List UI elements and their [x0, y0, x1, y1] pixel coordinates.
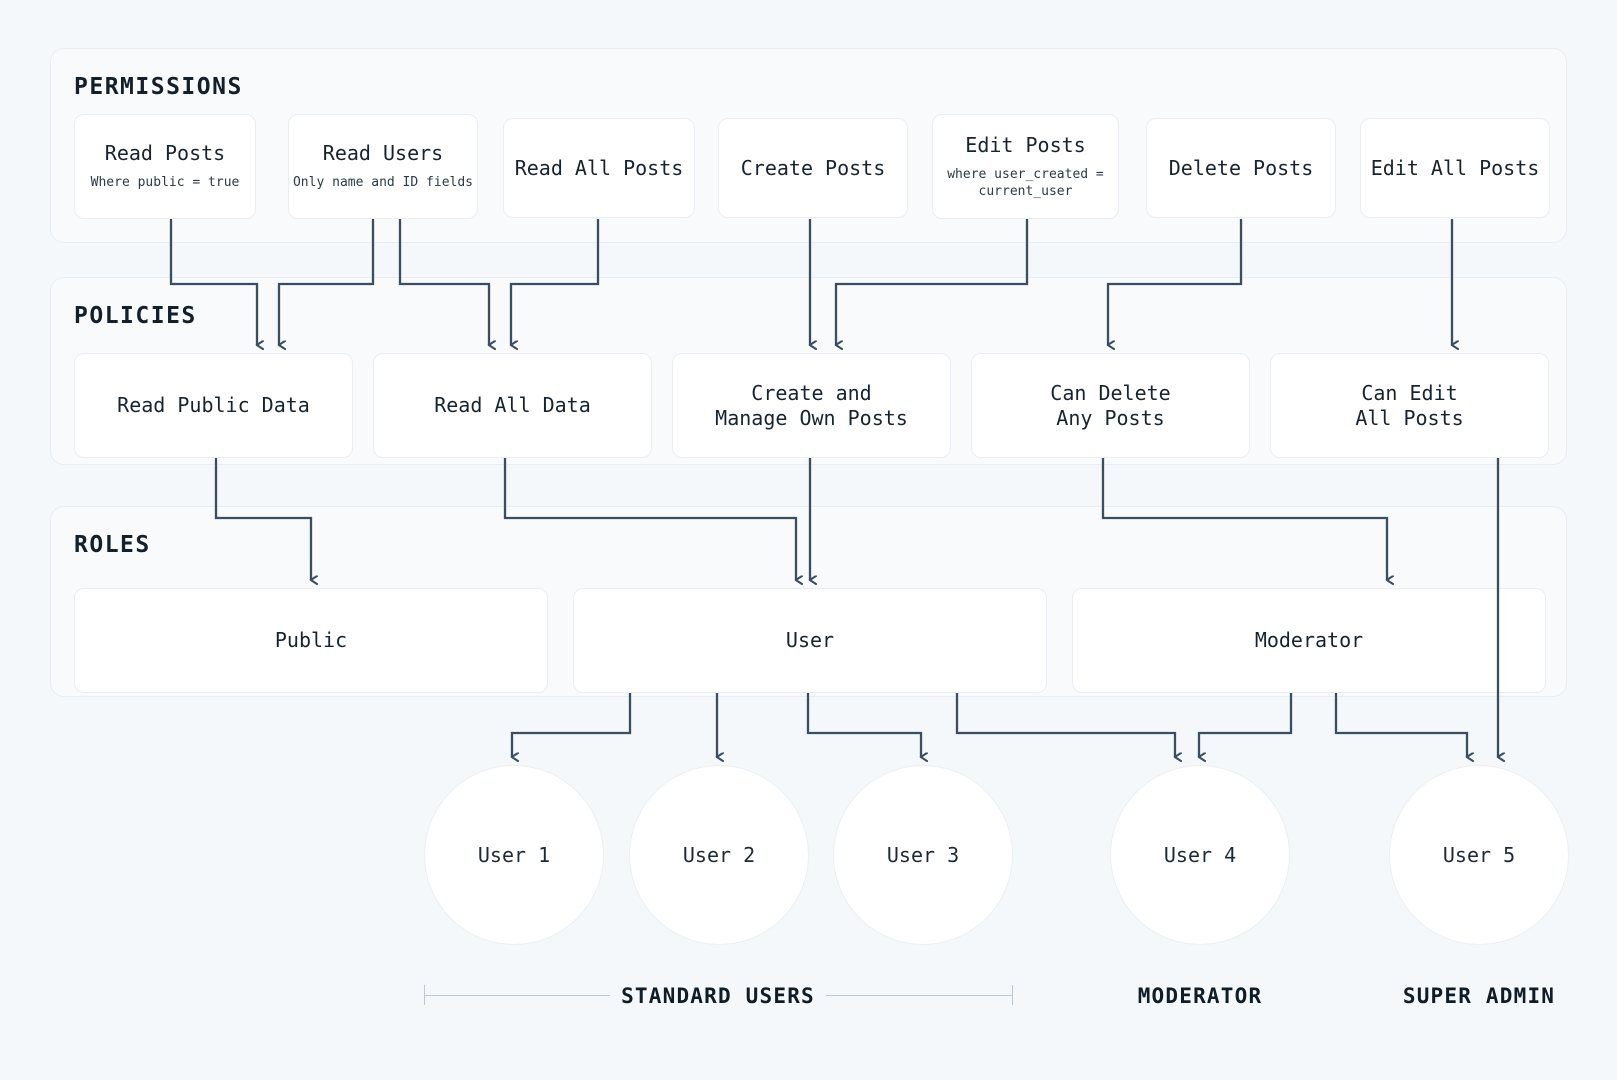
role-title: User	[785, 628, 835, 652]
policy-card[interactable]: Read Public Data	[74, 353, 353, 458]
permission-title: Delete Posts	[1168, 155, 1314, 180]
permission-card[interactable]: Edit All Posts	[1360, 118, 1550, 218]
user-avatar[interactable]: User 2	[629, 765, 809, 945]
permission-card[interactable]: Read Posts Where public = true	[74, 114, 256, 219]
policy-title: Can Edit All Posts	[1355, 380, 1464, 430]
edge-public-to-user-1	[512, 693, 632, 757]
permission-title: Read Posts	[104, 141, 226, 166]
policy-card[interactable]: Read All Data	[373, 353, 652, 458]
permission-title: Edit All Posts	[1370, 155, 1540, 180]
policy-title: Read Public Data	[117, 393, 310, 417]
edge-user-role-to-user-3	[806, 693, 921, 757]
policy-title: Read All Data	[434, 393, 591, 417]
edge-moderator-to-user-5	[1334, 693, 1467, 757]
user-avatar[interactable]: User 4	[1110, 765, 1290, 945]
permission-card[interactable]: Create Posts	[718, 118, 908, 218]
group-label-standard-users: STANDARD USERS	[621, 984, 815, 1008]
role-card[interactable]: Public	[74, 588, 548, 693]
policy-card[interactable]: Can Edit All Posts	[1270, 353, 1549, 458]
permission-subtitle: Only name and ID fields	[292, 175, 473, 191]
permission-card[interactable]: Read Users Only name and ID fields	[288, 114, 478, 219]
role-title: Public	[274, 628, 348, 652]
permission-card[interactable]: Read All Posts	[503, 118, 695, 218]
section-title-roles: ROLES	[74, 532, 151, 558]
permission-title: Create Posts	[740, 155, 886, 180]
edge-user-role-to-user-4	[955, 693, 1175, 757]
role-card[interactable]: User	[573, 588, 1047, 693]
policy-title: Can Delete Any Posts	[1050, 380, 1171, 430]
group-label-moderator: MODERATOR	[1137, 984, 1263, 1008]
section-title-permissions: PERMISSIONS	[74, 74, 243, 100]
group-bracket-rule-right	[826, 995, 1012, 996]
user-avatar[interactable]: User 5	[1389, 765, 1569, 945]
role-title: Moderator	[1254, 628, 1364, 652]
policy-title: Create and Manage Own Posts	[715, 380, 908, 430]
permission-title: Read All Posts	[514, 155, 684, 180]
edge-moderator-to-user-4	[1199, 693, 1293, 757]
permission-title: Edit Posts	[965, 132, 1086, 157]
user-avatar[interactable]: User 1	[424, 765, 604, 945]
permission-card[interactable]: Delete Posts	[1146, 118, 1336, 218]
group-label-super-admin: SUPER ADMIN	[1402, 984, 1556, 1008]
section-title-policies: POLICIES	[74, 303, 197, 329]
user-avatar[interactable]: User 3	[833, 765, 1013, 945]
group-bracket-rule-left	[424, 995, 610, 996]
policy-card[interactable]: Can Delete Any Posts	[971, 353, 1250, 458]
permission-subtitle: where user_created = current_user	[947, 166, 1104, 199]
group-bracket-tick-right	[1012, 985, 1013, 1005]
permission-subtitle: Where public = true	[90, 175, 240, 191]
policy-card[interactable]: Create and Manage Own Posts	[672, 353, 951, 458]
role-card[interactable]: Moderator	[1072, 588, 1546, 693]
permission-card[interactable]: Edit Posts where user_created = current_…	[932, 114, 1119, 219]
permission-title: Read Users	[322, 141, 444, 166]
